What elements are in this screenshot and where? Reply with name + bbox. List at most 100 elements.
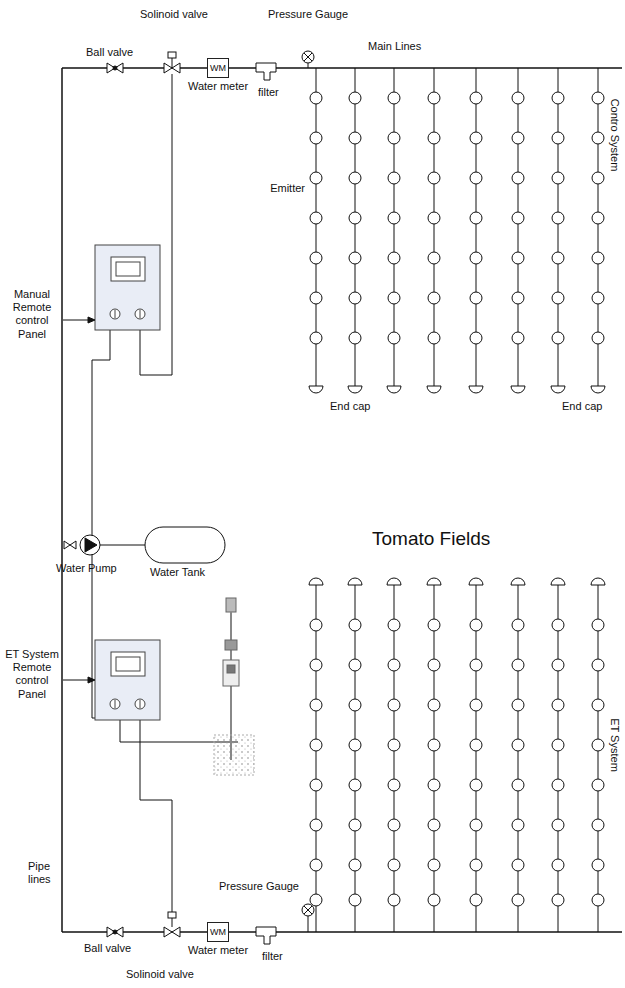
part-label: filter: [262, 950, 283, 963]
emitter-symbol: [388, 172, 400, 184]
part-label: End cap: [562, 400, 602, 413]
part-label: Water Tank: [150, 566, 205, 579]
control-panel: [95, 640, 160, 720]
emitter-symbol: [470, 739, 482, 751]
water-meter-box: WMWater meter: [207, 922, 229, 942]
emitter-symbol: [428, 252, 440, 264]
main-line: [62, 931, 622, 933]
emitter-symbol: [592, 132, 604, 144]
meter-code: WM: [210, 59, 226, 77]
leader-arrow: [63, 317, 95, 683]
emitter-symbol: [552, 172, 564, 184]
emitter-symbol: [512, 292, 524, 304]
emitter-symbol: [512, 619, 524, 631]
emitter-symbol: [428, 699, 440, 711]
ball-valve-symbol: [107, 927, 123, 937]
emitter-symbol: [470, 92, 482, 104]
part-label: Ball valve: [86, 46, 133, 59]
emitter-symbol: [552, 699, 564, 711]
lateral-line: [598, 585, 599, 932]
part-label: Solinoid valve: [140, 8, 208, 21]
field-title: Tomato Fields: [372, 528, 490, 551]
emitter-symbol: [388, 779, 400, 791]
emitter-symbol: [349, 779, 361, 791]
emitter-symbol: [388, 859, 400, 871]
main-line: [62, 67, 622, 69]
emitter-symbol: [512, 699, 524, 711]
pressure-gauge-symbol: [302, 904, 314, 916]
emitter-symbol: [428, 819, 440, 831]
end-cap-symbol: [591, 386, 605, 393]
end-cap-symbol: [348, 578, 362, 585]
emitter-symbol: [470, 894, 482, 906]
end-cap-symbol: [387, 386, 401, 393]
water-pump-symbol: [80, 535, 100, 555]
emitter-symbol: [388, 659, 400, 671]
emitter-symbol: [592, 739, 604, 751]
emitter-symbol: [349, 332, 361, 344]
filter-symbol: [256, 63, 276, 80]
emitter-symbol: [428, 894, 440, 906]
end-cap-symbol: [309, 386, 323, 393]
emitter-symbol: [512, 739, 524, 751]
emitter-symbol: [349, 92, 361, 104]
emitter-symbol: [428, 659, 440, 671]
emitter-symbol: [552, 132, 564, 144]
emitter-symbol: [470, 132, 482, 144]
emitter-symbol: [552, 894, 564, 906]
emitter-symbol: [349, 859, 361, 871]
emitter-symbol: [470, 332, 482, 344]
control-panel: [95, 245, 160, 330]
emitter-symbol: [470, 659, 482, 671]
lateral-line: [518, 585, 519, 932]
emitter-symbol: [552, 819, 564, 831]
emitter-symbol: [552, 859, 564, 871]
emitter-symbol: [428, 212, 440, 224]
emitter-symbol: [512, 894, 524, 906]
meter-code: WM: [210, 923, 226, 941]
emitter-symbol: [592, 699, 604, 711]
emitter-symbol: [388, 132, 400, 144]
emitter-symbol: [388, 252, 400, 264]
emitter-symbol: [310, 132, 322, 144]
lateral-line: [476, 585, 477, 932]
emitter-symbol: [552, 619, 564, 631]
emitter-symbol: [592, 332, 604, 344]
emitter-symbol: [512, 819, 524, 831]
emitter-symbol: [310, 779, 322, 791]
emitter-symbol: [470, 292, 482, 304]
lateral-line: [558, 585, 559, 932]
control-wire: [92, 74, 238, 912]
part-label: Water Pump: [56, 562, 117, 575]
emitter-symbol: [388, 819, 400, 831]
emitter-symbol: [592, 619, 604, 631]
part-label: Water meter: [188, 944, 248, 957]
emitter-symbol: [428, 92, 440, 104]
emitter-symbol: [310, 619, 322, 631]
emitter-symbol: [428, 132, 440, 144]
emitter-symbol: [310, 819, 322, 831]
emitter-symbol: [552, 292, 564, 304]
emitter-symbol: [512, 659, 524, 671]
emitter-symbol: [552, 92, 564, 104]
lateral-line: [355, 585, 356, 932]
end-cap-symbol: [469, 386, 483, 393]
emitter-symbol: [310, 92, 322, 104]
emitter-symbol: [552, 252, 564, 264]
solenoid-valve-symbol: [164, 927, 180, 937]
end-cap-symbol: [511, 386, 525, 393]
end-cap-symbol: [427, 578, 441, 585]
end-cap-symbol: [511, 578, 525, 585]
part-label: ET System Remote control Panel: [4, 648, 60, 701]
filter-symbol: [256, 927, 276, 944]
emitter-symbol: [310, 659, 322, 671]
emitter-symbol: [388, 332, 400, 344]
emitter-symbol: [349, 659, 361, 671]
emitter-symbol: [349, 699, 361, 711]
end-cap-symbol: [551, 386, 565, 393]
emitter-symbol: [428, 619, 440, 631]
water-meter-box: WMWater meter: [207, 58, 229, 78]
emitter-symbol: [349, 619, 361, 631]
end-cap-symbol: [551, 578, 565, 585]
